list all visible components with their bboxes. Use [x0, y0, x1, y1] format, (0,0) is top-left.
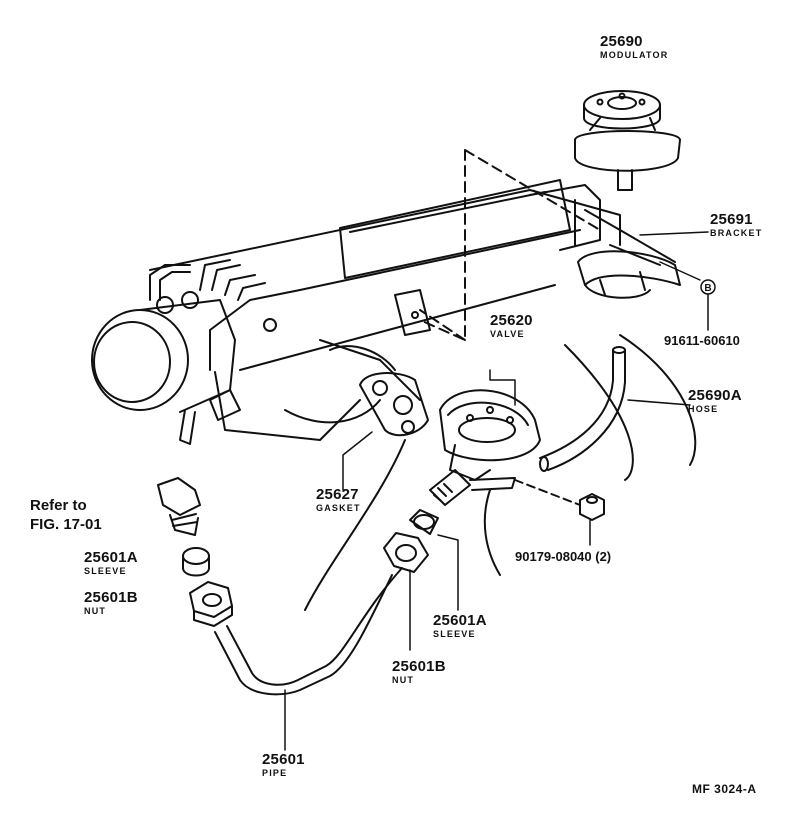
left-nut-illustration: [189, 581, 233, 627]
guide-arc: [619, 334, 697, 466]
reference-note-line2: FIG. 17-01: [30, 516, 102, 533]
egr-valve-illustration: [429, 389, 541, 506]
bracket-part-number: 25691: [710, 211, 753, 228]
left-sleeve-part-name: SLEEVE: [84, 566, 127, 576]
guide-arc: [564, 344, 634, 481]
bracket-illustration: [529, 184, 681, 299]
right-nut-illustration: [383, 532, 429, 573]
pipe-illustration: [214, 567, 403, 696]
guide-arc: [304, 439, 406, 611]
left-nut-part-name: NUT: [84, 606, 107, 616]
right-nut-part-name: NUT: [392, 675, 415, 685]
bracket-part-name: BRACKET: [710, 228, 763, 238]
reference-note-line1: Refer to: [30, 497, 87, 514]
bolt-callout-letter: B: [704, 283, 711, 294]
intake-manifold-illustration: [91, 179, 621, 445]
left-sleeve-illustration: [182, 547, 210, 577]
figure-id: MF 3024-A: [692, 782, 757, 796]
right-sleeve-part-name: SLEEVE: [433, 629, 476, 639]
left-sleeve-part-number: 25601A: [84, 549, 138, 566]
modulator-part-name: MODULATOR: [600, 50, 669, 60]
right-sleeve-part-number: 25601A: [433, 612, 487, 629]
hose-illustration: [539, 346, 626, 472]
small-nut-part-number: 90179-08040 (2): [515, 549, 612, 564]
hose-part-name: HOSE: [688, 404, 719, 414]
bolt-part-number: 91611-60610: [664, 333, 740, 348]
modulator-part-number: 25690: [600, 33, 643, 50]
leader-lines: [284, 231, 716, 751]
nut-alignment-line: [514, 479, 581, 506]
small-nut-illustration: [579, 493, 605, 521]
hose-part-number: 25690A: [688, 387, 742, 404]
pipe-part-name: PIPE: [262, 768, 288, 778]
pipe-part-number: 25601: [262, 751, 305, 768]
guide-arc: [483, 489, 501, 576]
modulator-illustration: [574, 90, 681, 191]
union-fitting-illustration: [157, 477, 201, 536]
right-sleeve-illustration: [409, 509, 439, 535]
phantom-mounting-outline: [419, 149, 601, 341]
gasket-part-name: GASKET: [316, 503, 361, 513]
gasket-part-number: 25627: [316, 486, 359, 503]
valve-part-name: VALVE: [490, 329, 525, 339]
left-nut-part-number: 25601B: [84, 589, 138, 606]
valve-part-number: 25620: [490, 312, 533, 329]
gasket-illustration: [359, 372, 429, 437]
right-nut-part-number: 25601B: [392, 658, 446, 675]
